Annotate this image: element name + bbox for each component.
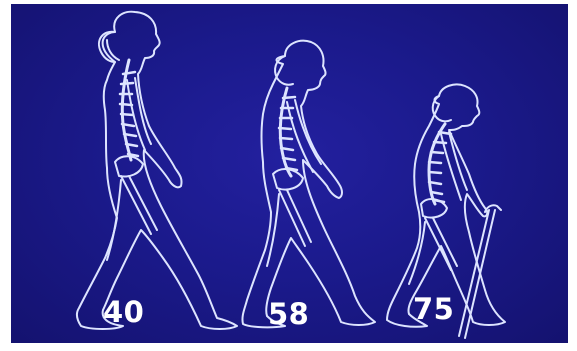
figure-40-outline: [77, 12, 237, 329]
posture-illustration-frame: 40 58 75: [11, 4, 568, 343]
figure-75-hair: [433, 96, 451, 121]
age-label-75: 75: [413, 295, 454, 324]
figure-58-hair: [275, 56, 293, 85]
cane-icon: [459, 205, 501, 338]
figure-58-spine: [280, 88, 291, 176]
figure-40-pelvis: [115, 156, 143, 176]
age-label-58: 58: [268, 300, 309, 329]
figure-58: [242, 41, 375, 328]
figure-40: [77, 12, 237, 329]
figure-58-outline: [242, 41, 375, 328]
figure-75-vertebrae: [429, 132, 451, 202]
figure-75-femur: [425, 218, 457, 270]
figure-58-femur: [279, 190, 311, 246]
age-label-40: 40: [103, 298, 144, 327]
posture-illustration: [11, 4, 568, 343]
figure-75-back-leg: [409, 222, 425, 284]
